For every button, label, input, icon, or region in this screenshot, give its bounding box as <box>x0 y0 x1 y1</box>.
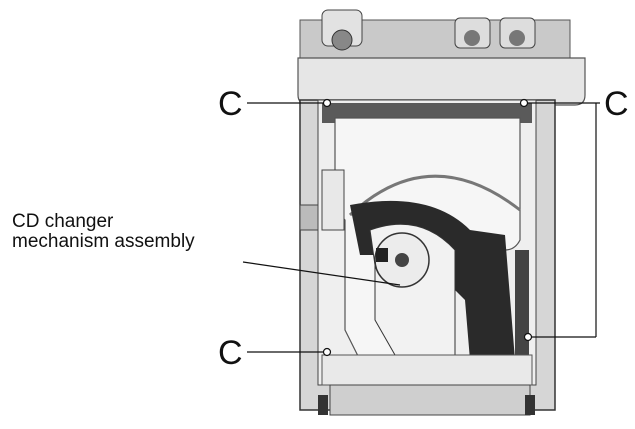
screw-bottom-right <box>523 332 533 342</box>
disc-arc <box>348 174 521 217</box>
screw-bottom-left <box>322 347 332 357</box>
screw-top-right <box>519 98 529 108</box>
leader-lines <box>242 102 600 353</box>
label-c-top-right: C <box>604 85 629 123</box>
top-knobs <box>299 9 571 61</box>
left-bracket <box>321 169 345 231</box>
front-panel <box>297 57 586 106</box>
label-assembly-line2: mechanism assembly <box>12 231 195 252</box>
label-assembly-line1: CD changer <box>12 211 114 232</box>
screw-top-left <box>322 98 332 108</box>
base <box>321 354 533 386</box>
gear-hub <box>395 253 409 267</box>
label-c-bottom-left: C <box>218 334 243 372</box>
side-rail <box>515 250 529 360</box>
leader-assembly <box>242 261 401 286</box>
label-c-top-left: C <box>218 85 243 123</box>
